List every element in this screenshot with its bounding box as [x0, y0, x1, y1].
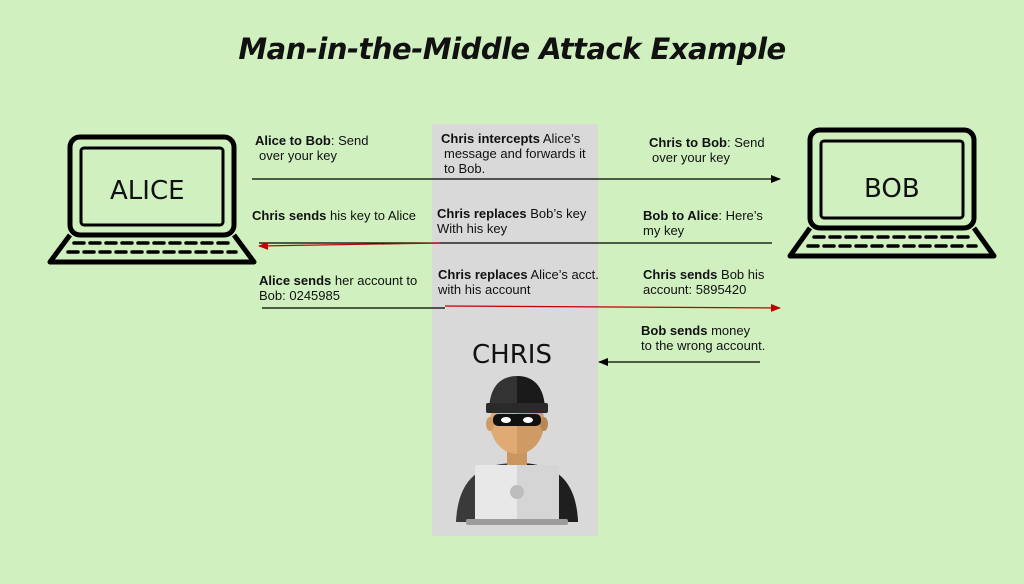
message-chris-sends-key: Chris sends his key to Alice: [252, 208, 417, 223]
message-alice-to-bob: Alice to Bob: Send over your key: [255, 133, 369, 163]
hacker-icon: [456, 376, 578, 525]
bob-label: BOB: [864, 174, 920, 204]
bob-laptop-icon: [787, 127, 997, 259]
message-chris-sends-bob: Chris sends Bob his account: 5895420: [643, 267, 765, 297]
message-chris-to-bob: Chris to Bob: Send over your key: [649, 135, 765, 165]
chris-label: CHRIS: [472, 340, 552, 370]
message-chris-replaces-account: Chris replaces Alice’s acct. with his ac…: [438, 267, 599, 297]
message-bob-to-alice: Bob to Alice: Here’s my key: [643, 208, 763, 238]
arrow-bob-to-alice-red: [258, 241, 441, 250]
alice-label: ALICE: [110, 176, 185, 206]
message-bob-sends-money: Bob sends money to the wrong account.: [641, 323, 766, 353]
arrow-alice-account-red: [444, 303, 781, 312]
message-chris-intercepts: Chris intercepts Alice’s message and for…: [441, 131, 586, 176]
message-chris-replaces-key: Chris replaces Bob’s key With his key: [437, 206, 587, 236]
diagram-title: Man-in-the-Middle Attack Example: [238, 32, 786, 66]
message-alice-sends-account: Alice sends her account to Bob: 0245985: [259, 273, 418, 303]
alice-laptop-icon: [47, 134, 257, 265]
